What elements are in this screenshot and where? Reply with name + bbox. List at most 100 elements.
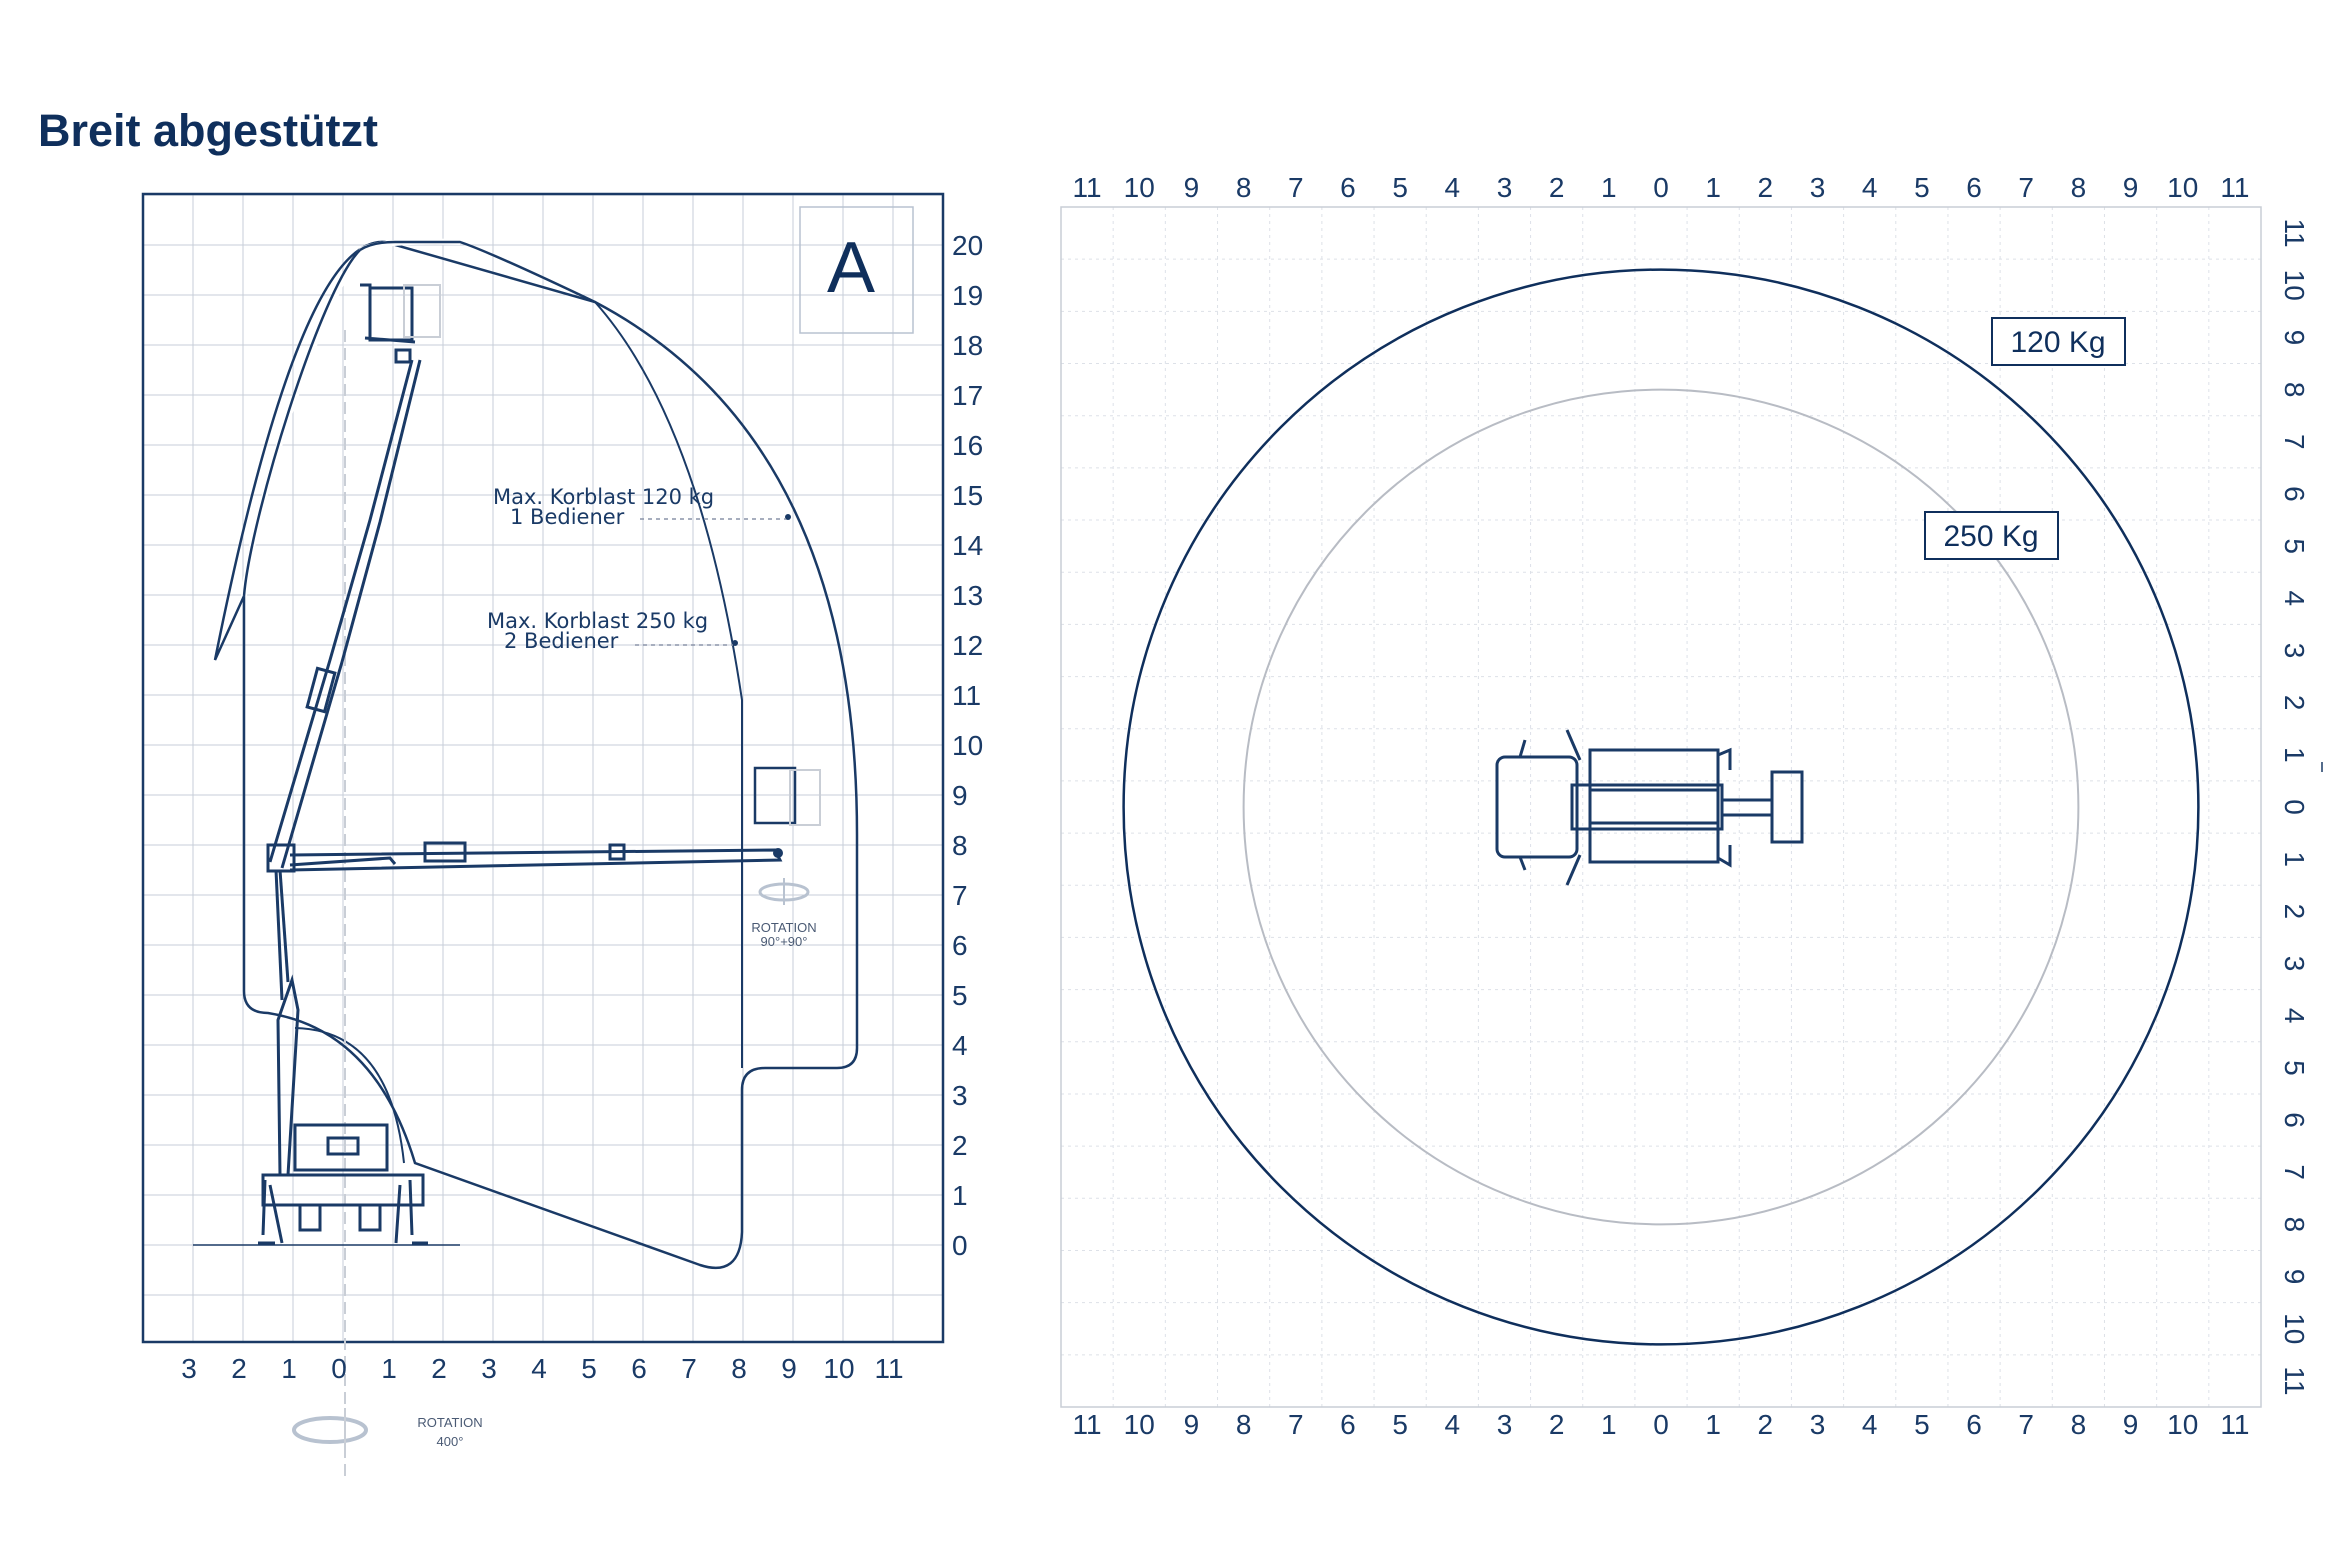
- y-tick-label-right: 5: [2279, 1060, 2310, 1076]
- y-tick-label-right: 11: [2279, 1366, 2310, 1395]
- label-box-120kg: [1991, 317, 2126, 366]
- y-tick-label: 14: [952, 530, 983, 561]
- x-tick-label: 11: [874, 1353, 903, 1384]
- envelope-top-edge: [359, 240, 596, 304]
- range-point-120: [785, 514, 791, 520]
- y-tick-label: 8: [952, 830, 968, 861]
- x-tick-label-top: 10: [1124, 172, 1155, 203]
- label-120kg: 120 Kg: [2010, 326, 2105, 359]
- x-tick-label-bottom: 4: [1445, 1409, 1461, 1440]
- y-tick-label-right: 1: [2279, 851, 2310, 867]
- x-tick-label-top: 8: [1236, 172, 1252, 203]
- y-tick-label-right: 2: [2279, 695, 2310, 711]
- x-tick-label-bottom: 5: [1392, 1409, 1408, 1440]
- x-tick-label-bottom: 11: [1073, 1409, 1102, 1440]
- y-tick-label: 17: [952, 380, 983, 411]
- x-tick-label-bottom: 4: [1862, 1409, 1878, 1440]
- side-view-frame: [141, 192, 945, 1344]
- y-tick-label-right: 8: [2279, 382, 2310, 398]
- x-tick-label-bottom: 1: [1601, 1409, 1617, 1440]
- y-tick-label: 12: [952, 630, 983, 661]
- x-tick-label-bottom: 2: [1758, 1409, 1774, 1440]
- x-tick-label-bottom: 7: [2018, 1409, 2034, 1440]
- envelope-left-curve: [242, 249, 361, 597]
- label-250kg: 250 Kg: [1943, 520, 2038, 553]
- y-tick-label-right: 7: [2279, 1164, 2310, 1180]
- y-tick-label-right: 3: [2279, 643, 2310, 659]
- x-tick-label-top: 9: [2123, 172, 2139, 203]
- label-box-250kg: [1924, 511, 2059, 560]
- y-tick-label: 15: [952, 480, 983, 511]
- y-tick-label: 19: [952, 280, 983, 311]
- boom-drawing: [266, 283, 783, 1176]
- y-tick-label: 20: [952, 230, 983, 261]
- side-view-diagram: A: [141, 192, 983, 1480]
- x-tick-label-top: 8: [2071, 172, 2087, 203]
- y-tick-label: 2: [952, 1130, 968, 1161]
- x-tick-label-bottom: 11: [2220, 1409, 2249, 1440]
- x-tick-label-top: 0: [1653, 172, 1669, 203]
- ring-120kg: [1122, 268, 2200, 1346]
- x-tick-label-bottom: 1: [1705, 1409, 1721, 1440]
- x-tick-label-top: 1: [1601, 172, 1617, 203]
- x-tick-label-top: 6: [1966, 172, 1982, 203]
- y-tick-label: 13: [952, 580, 983, 611]
- y-tick-label-right: 6: [2279, 486, 2310, 502]
- machine-top-view: [1495, 729, 1804, 886]
- y-tick-label-right: 11: [2279, 219, 2310, 248]
- y-tick-label-right: 4: [2279, 1008, 2310, 1024]
- y-tick-label-right: 8: [2279, 1217, 2310, 1233]
- x-tick-label-top: 7: [2018, 172, 2034, 203]
- x-tick-label-bottom: 10: [2167, 1409, 2198, 1440]
- x-tick-label: 0: [331, 1353, 347, 1384]
- page-title: Breit abgestützt: [38, 105, 379, 156]
- x-tick-label: 10: [823, 1353, 854, 1384]
- y-tick-label: 10: [952, 730, 983, 761]
- badge-letter: A: [827, 228, 875, 308]
- turret-rotation-value: 400°: [437, 1434, 464, 1449]
- x-tick-label: 2: [231, 1353, 247, 1384]
- y-tick-label-right: 4: [2279, 591, 2310, 607]
- x-tick-label-top: 4: [1445, 172, 1461, 203]
- top-view-frame: [1060, 206, 2262, 1408]
- turret-rotation-icon: [292, 1408, 368, 1455]
- x-tick-label-top: 2: [1758, 172, 1774, 203]
- x-tick-label-bottom: 6: [1340, 1409, 1356, 1440]
- y-tick-label-right: 3: [2279, 956, 2310, 972]
- ring-250kg: [1242, 388, 2080, 1226]
- x-tick-label-top: 7: [1288, 172, 1304, 203]
- x-tick-label-top: 10: [2167, 172, 2198, 203]
- basket-ghost-right: [789, 769, 821, 826]
- y-tick-label: 6: [952, 930, 968, 961]
- y-tick-label: 7: [952, 880, 968, 911]
- x-tick-label: 4: [531, 1353, 547, 1384]
- basket-rotation-value: 90°+90°: [761, 934, 808, 949]
- y-tick-label-right: 7: [2279, 434, 2310, 450]
- x-tick-label: 7: [681, 1353, 697, 1384]
- x-tick-label: 8: [731, 1353, 747, 1384]
- y-tick-label: 5: [952, 980, 968, 1011]
- x-tick-label-top: 4: [1862, 172, 1878, 203]
- x-tick-label: 2: [431, 1353, 447, 1384]
- load-120-line2: 1 Bediener: [510, 505, 625, 529]
- y-tick-label: 11: [952, 680, 981, 711]
- basket-rotation-label: ROTATION: [751, 920, 816, 935]
- x-tick-label-top: 5: [1914, 172, 1930, 203]
- top-view-grid: [1060, 206, 2262, 1408]
- badge-box: [799, 206, 914, 334]
- working-envelope: [213, 240, 859, 1270]
- envelope-lower-arc: [294, 1027, 405, 1164]
- basket-pivot: [773, 848, 783, 858]
- y-tick-label-right: 0: [2279, 799, 2310, 815]
- y-tick-label: 0: [952, 1230, 968, 1261]
- x-tick-label-bottom: 3: [1810, 1409, 1826, 1440]
- x-tick-label-top: 3: [1810, 172, 1826, 203]
- x-tick-label-bottom: 5: [1914, 1409, 1930, 1440]
- y-tick-label: 16: [952, 430, 983, 461]
- x-tick-label-bottom: 2: [1549, 1409, 1565, 1440]
- load-250-line2: 2 Bediener: [504, 629, 619, 653]
- x-tick-label: 3: [481, 1353, 497, 1384]
- y-tick-label-right: 9: [2279, 1269, 2310, 1285]
